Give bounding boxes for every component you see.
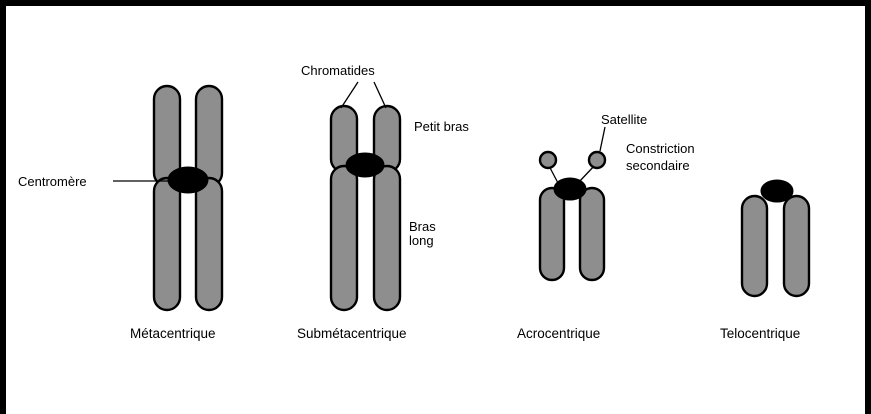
- type-caption-submetacentric: Submétacentrique: [297, 326, 407, 341]
- type-caption-telocentric: Telocentrique: [720, 326, 800, 341]
- telocentric-chromosome: [742, 180, 809, 296]
- telocentric-chromatid-left: [742, 196, 767, 296]
- acrocentric-satellite-left: [540, 152, 556, 168]
- satellite-label: Satellite: [601, 112, 647, 127]
- bras-long-label-line1: Bras: [409, 219, 436, 234]
- petit-bras-label: Petit bras: [414, 119, 469, 134]
- metacentric-chromatid-left-lower: [154, 178, 180, 310]
- submetacentric-centromere: [346, 153, 384, 177]
- submetacentric-chromatid-left-long: [331, 166, 357, 310]
- telocentric-chromatid-right: [784, 196, 809, 296]
- chromatides-leader-right: [374, 82, 386, 108]
- acrocentric-centromere: [554, 178, 586, 200]
- constriction-label-line1: Constriction: [626, 141, 695, 156]
- metacentric-centromere: [168, 167, 208, 193]
- chromatides-label: Chromatides: [301, 63, 375, 78]
- acrocentric-chromosome: [540, 152, 605, 280]
- type-caption-acrocentric: Acrocentrique: [517, 326, 600, 341]
- satellite-leader-line: [600, 127, 605, 151]
- chromatides-leader-left: [341, 82, 358, 108]
- acrocentric-chromatid-left: [540, 188, 564, 280]
- submetacentric-chromosome: [331, 106, 400, 310]
- metacentric-chromatid-right-lower: [196, 178, 222, 310]
- submetacentric-chromatid-right-long: [374, 166, 400, 310]
- acrocentric-satellite-right: [589, 152, 605, 168]
- acrocentric-chromatid-right: [580, 188, 604, 280]
- constriction-label-line2: secondaire: [626, 158, 690, 173]
- telocentric-centromere: [761, 180, 793, 202]
- metacentric-chromosome: [154, 86, 222, 310]
- bras-long-label-line2: long: [409, 233, 434, 248]
- centromere-label: Centromère: [18, 174, 87, 189]
- type-caption-metacentric: Métacentrique: [130, 326, 216, 341]
